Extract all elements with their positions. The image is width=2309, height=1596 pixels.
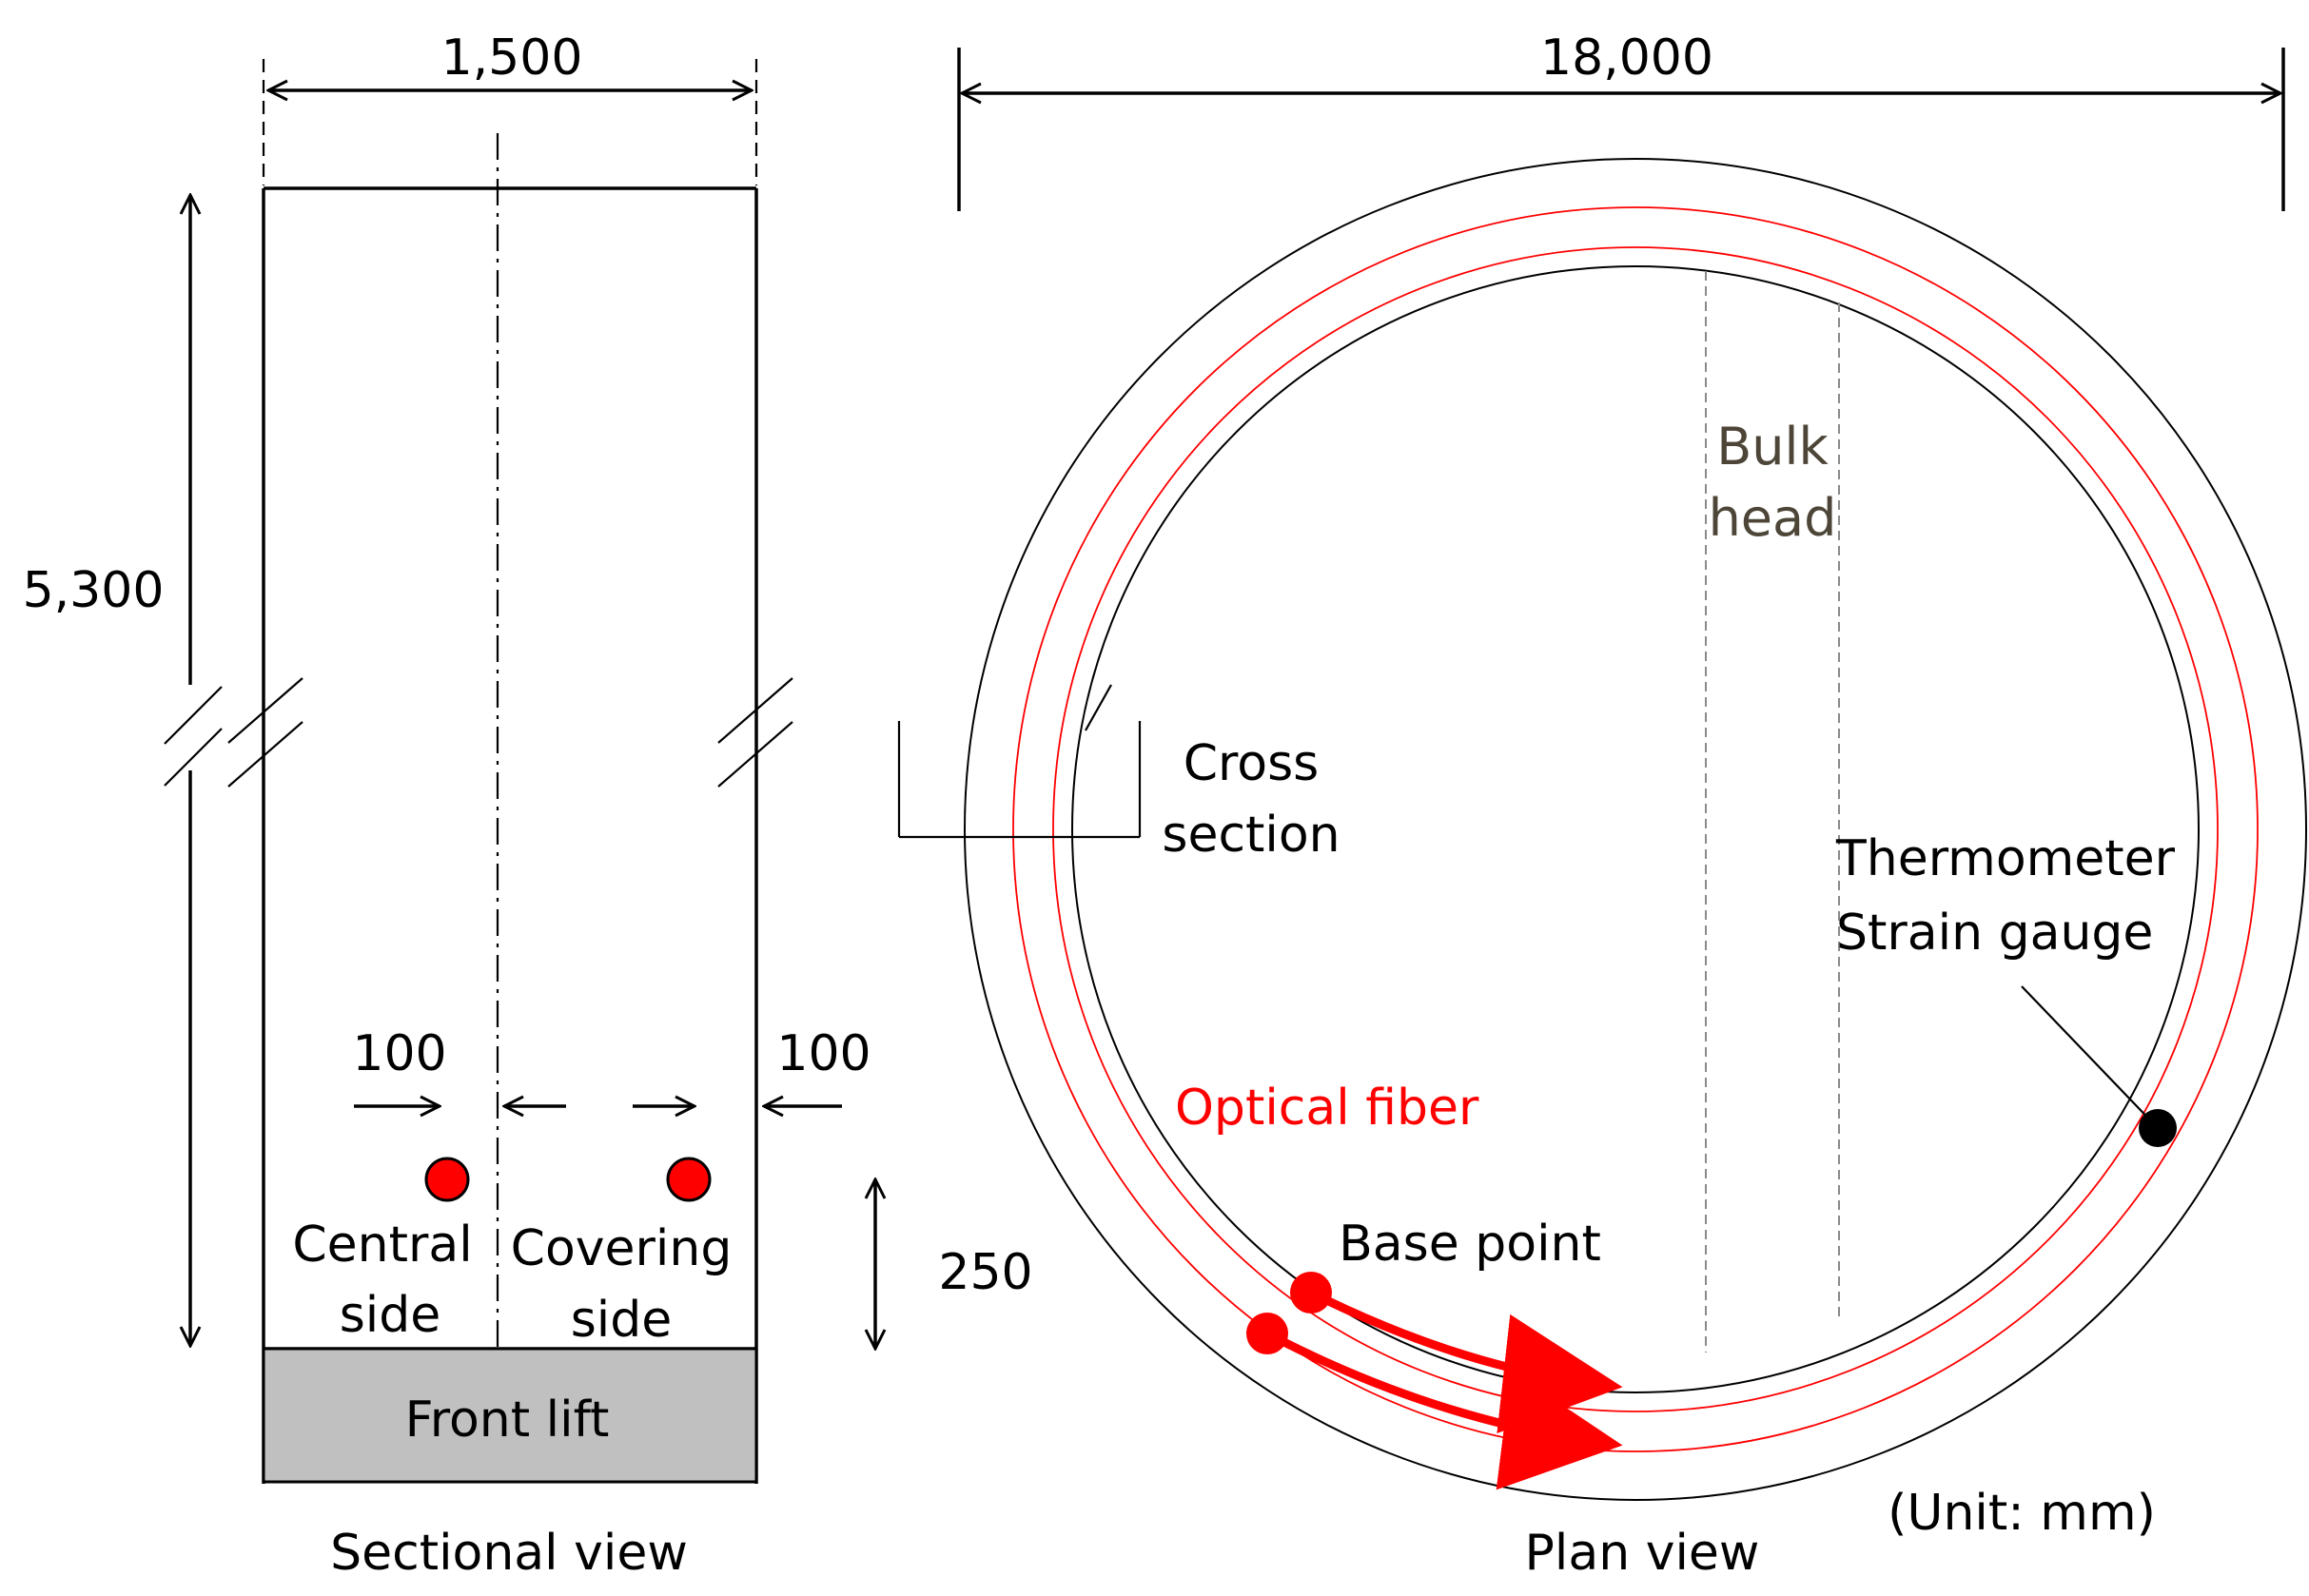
width-dimension: 1,500: [262, 29, 758, 185]
central-side-label-line1: Central: [292, 1216, 472, 1274]
front-lift-label: Front lift: [405, 1392, 610, 1449]
front-lift: Front lift: [262, 1347, 758, 1484]
cross-section-label-line2: section: [1162, 807, 1340, 864]
tank-rings: [964, 158, 2307, 1501]
front-lift-block: [262, 1347, 758, 1484]
right-break-mark-1: [717, 677, 793, 744]
outer-base-point-dot: [1246, 1313, 1288, 1354]
height-label: 5,300: [23, 562, 165, 619]
depth-label: 250: [938, 1244, 1032, 1301]
covering-side-label-line2: side: [571, 1292, 673, 1349]
base-point-label: Base point: [1339, 1216, 1601, 1273]
base-points: Base point: [1246, 1216, 1623, 1490]
inner-fiber-circle: [1052, 246, 2219, 1412]
optical-fiber-label: Optical fiber: [1175, 1080, 1479, 1137]
sectional-view: 1,500 5,300 Front lift: [23, 29, 1033, 1582]
right-break-mark-2: [717, 721, 793, 788]
bulkhead-label-line2: head: [1709, 488, 1837, 548]
strain-gauge-label: Strain gauge: [1836, 905, 2153, 962]
unit-note: (Unit: mm): [1888, 1485, 2156, 1542]
sectional-view-caption: Sectional view: [330, 1525, 688, 1582]
covering-side-label-line1: Covering: [511, 1220, 733, 1277]
diameter-label: 18,000: [1540, 29, 1713, 87]
outer-fiber-direction-arrow: [1264, 1330, 1623, 1490]
offset-dimensions: 100 100: [352, 1025, 871, 1106]
inner-wall-circle: [1071, 265, 2200, 1393]
diameter-dimension: 18,000: [957, 29, 2285, 211]
bulkhead: Bulk head: [1705, 271, 1840, 1353]
cross-section-leader: [1085, 684, 1112, 731]
offset-right-label: 100: [776, 1025, 871, 1082]
thermometer-label: Thermometer: [1835, 830, 2176, 887]
thermometer-strain-gauge: Thermometer Strain gauge: [1835, 830, 2177, 1147]
cross-section-marker: Cross section: [897, 684, 1340, 864]
offset-left-label: 100: [352, 1025, 446, 1082]
depth-dimension: 250: [875, 1179, 1033, 1349]
height-dimension: 5,300: [23, 195, 223, 1346]
plan-view: 18,000 Bulk head Cross section Therm: [897, 29, 2307, 1582]
cross-section-label-line1: Cross: [1184, 735, 1320, 792]
height-break-mark-2: [164, 728, 223, 787]
width-label: 1,500: [441, 29, 583, 87]
central-side-sensor-dot: [424, 1157, 470, 1202]
plan-view-caption: Plan view: [1525, 1525, 1760, 1582]
outer-fiber-circle: [1012, 206, 2259, 1452]
covering-side-sensor-dot: [666, 1157, 712, 1202]
sensor-leader-line: [2021, 985, 2159, 1129]
height-break-mark-1: [164, 686, 223, 745]
inner-base-point-dot: [1290, 1272, 1332, 1314]
outer-wall-circle: [964, 158, 2307, 1501]
thermometer-strain-gauge-dot: [2139, 1109, 2177, 1147]
bulkhead-label-line1: Bulk: [1716, 417, 1829, 477]
left-break-mark-2: [227, 721, 303, 788]
central-side-label-line2: side: [340, 1287, 441, 1344]
wall-section: [227, 133, 793, 1484]
left-break-mark-1: [227, 677, 303, 744]
